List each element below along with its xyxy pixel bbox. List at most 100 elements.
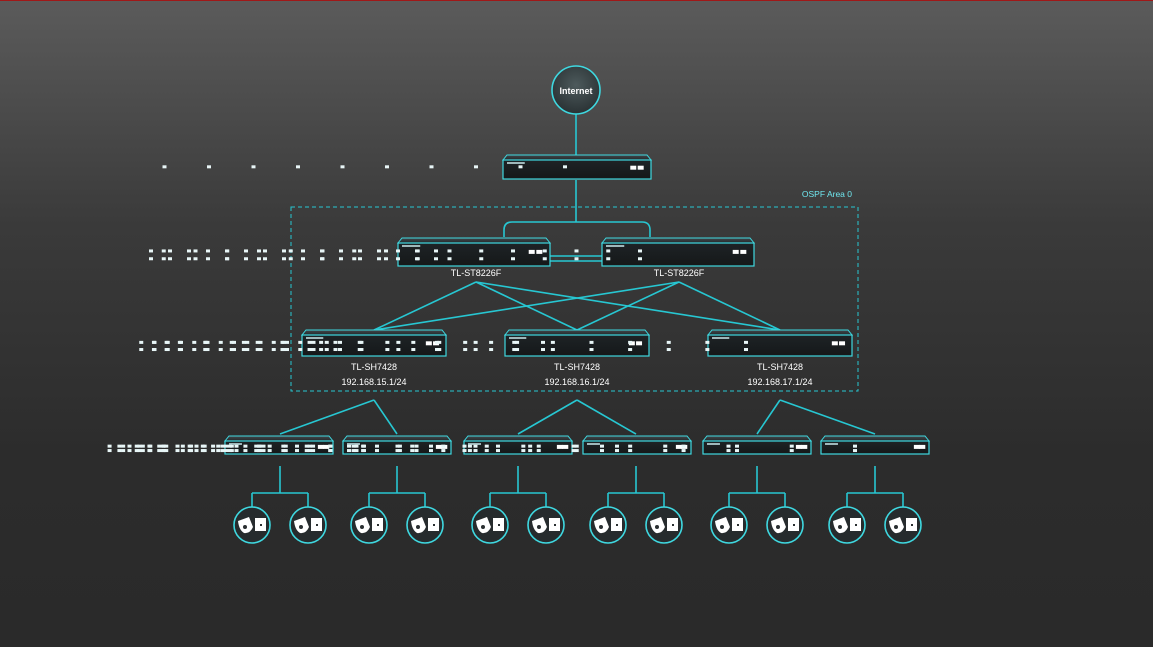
port [589,340,594,344]
port [574,249,579,253]
port [157,444,162,448]
port [571,444,576,448]
port [663,449,668,453]
port [735,449,739,453]
port [536,449,541,453]
port [324,340,329,344]
port [149,257,153,261]
port [147,444,152,448]
port [447,249,452,253]
port [606,249,611,253]
link-line [373,281,680,331]
internet-globe-icon [551,65,601,115]
ospf-area-label: OSPF Area 0 [802,189,852,199]
port [681,444,686,448]
port [245,348,250,352]
port [328,449,333,453]
port [463,348,468,352]
endpoint-icon [645,506,683,544]
port [257,449,262,453]
port [600,444,604,448]
port [271,340,276,344]
port [515,340,520,344]
port [244,257,248,261]
port [304,444,309,448]
port [358,257,362,261]
link-line [779,399,876,435]
port [307,348,312,352]
endpoint-icon [527,506,565,544]
port [550,340,555,344]
port [536,444,541,448]
port [161,257,166,261]
port [216,444,221,448]
devices-layer [107,154,931,455]
port [528,444,533,448]
port [414,449,419,453]
port [245,340,250,344]
port [216,449,221,453]
port [281,444,286,448]
ospf-area-boundary [290,206,859,392]
port [107,449,112,453]
port [203,348,208,352]
port [351,444,356,448]
port [638,257,642,261]
port [666,348,671,352]
port [744,348,748,352]
port [241,348,246,352]
port [515,348,520,352]
port [164,449,169,453]
link-line [576,281,680,331]
port [628,348,633,352]
port [307,449,312,453]
endpoint-icon [766,506,804,544]
port [211,444,216,448]
port [200,444,205,448]
port [789,444,794,448]
port [357,340,362,344]
port [615,449,619,453]
port [193,257,198,261]
port [521,444,526,448]
camera-icon [833,517,848,534]
port [157,449,162,453]
endpoint-icon [710,506,748,544]
port [285,348,289,352]
port [107,444,112,448]
port [542,257,547,261]
camera-icon [771,517,786,534]
port [615,444,619,448]
port [255,348,260,352]
port [243,449,248,453]
port [411,348,416,352]
port [385,165,389,169]
port [550,348,555,352]
port [224,444,229,448]
port [385,340,390,344]
port [361,449,366,453]
port [232,340,236,344]
port [358,249,362,253]
port [224,449,229,453]
port [338,340,342,344]
camera-icon [476,517,491,534]
port [489,348,494,352]
port [220,449,225,453]
port [638,249,642,253]
port [296,165,300,169]
port [518,165,523,169]
port [234,449,239,453]
link-line [279,399,375,435]
camera-icon [594,517,609,534]
port [187,249,191,253]
port [333,340,338,344]
port [352,249,357,253]
port [285,340,289,344]
port [435,348,439,352]
port [396,340,401,344]
port [193,249,198,253]
port [339,257,343,261]
endpoint-icon [406,506,444,544]
port [705,340,710,344]
